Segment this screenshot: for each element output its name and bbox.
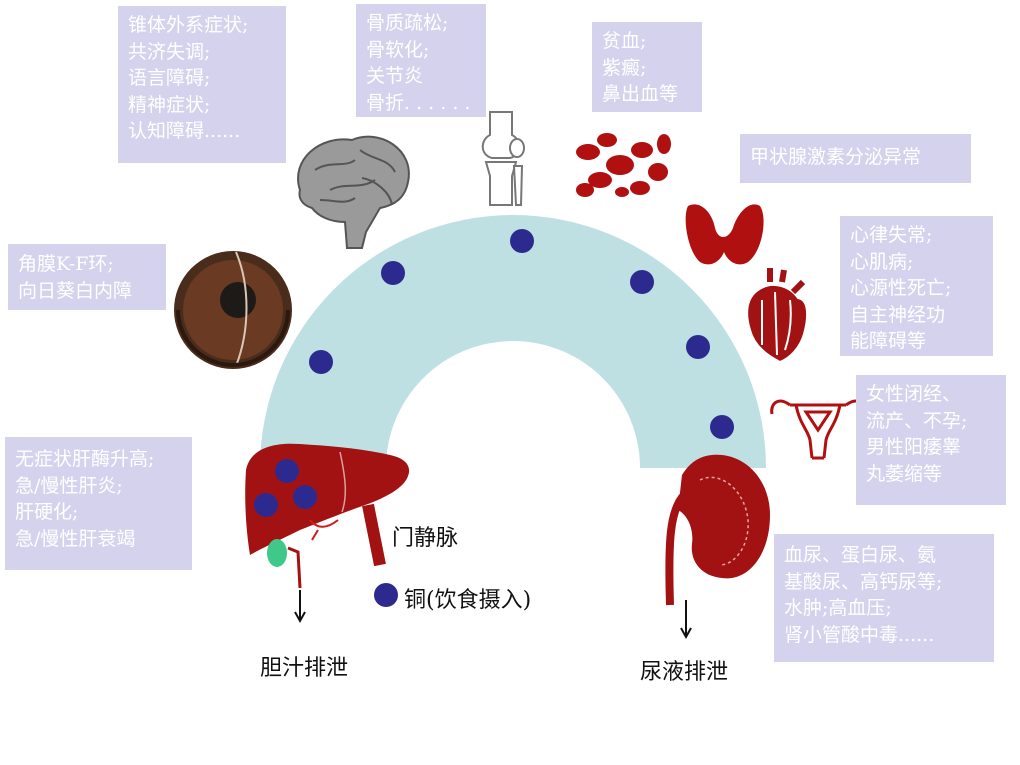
eye-line: 向日葵白内障 [18,279,133,302]
blood-line: 贫血; [602,30,647,52]
urine-arrow [680,600,692,640]
thyroid-symptoms-box: 甲状腺激素分泌异常 [740,134,971,183]
kidney-line: 肾小管酸中毒...... [784,623,935,646]
copper-dot [710,415,734,439]
bone-line: 骨软化; [366,38,430,61]
neuro-line: 锥体外系症状; [128,14,249,36]
bile-excretion-label: 胆汁排泄 [260,656,349,681]
red-blood-cells-icon [576,133,671,197]
heart-line: 自主神经功 [850,303,946,326]
copper-dots [309,229,734,439]
liver-line: 无症状肝酶升高; [15,448,155,470]
kidney-symptoms-box: 血尿、蛋白尿、氨 基酸尿、高钙尿等; 水肿;高血压; 肾小管酸中毒...... [774,534,994,662]
copper-dot [630,270,654,294]
kidney-icon [665,454,770,606]
knee-joint-icon [481,111,525,206]
reproductive-line: 丸萎缩等 [866,462,943,485]
blood-symptoms-box: 贫血; 紫癜; 鼻出血等 [592,22,702,112]
kidney-line: 基酸尿、高钙尿等; [784,570,943,593]
liver-line: 急/慢性肝衰竭 [15,527,136,550]
kidney-line: 血尿、蛋白尿、氨 [784,544,937,566]
heart-symptoms-box: 心律失常; 心肌病; 心源性死亡; 自主神经功 能障碍等 [840,216,993,356]
brain-icon [297,135,410,249]
copper-legend-label: 铜(饮食摄入) [404,588,532,613]
bone-line: 骨折. . . . . . [366,91,471,114]
heart-line: 心律失常; [850,224,933,246]
copper-dot [254,493,278,517]
kidney-line: 水肿;高血压; [784,597,892,619]
reproductive-symptoms-box: 女性闭经、 流产、不孕; 男性阳痿睾 丸萎缩等 [856,375,1006,505]
liver-icon [245,443,410,589]
copper-dot [381,261,405,285]
bone-line: 关节炎 [366,65,424,87]
eye-symptoms-box: 角膜K-F环; 向日葵白内障 [8,244,166,310]
copper-dot [686,335,710,359]
liver-symptoms-box: 无症状肝酶升高; 急/慢性肝炎; 肝硬化; 急/慢性肝衰竭 [5,437,192,570]
copper-dot [309,350,333,374]
heart-line: 能障碍等 [850,330,927,352]
copper-dot [275,459,299,483]
heart-line: 心源性死亡; [850,277,952,299]
heart-icon [746,268,809,364]
neuro-line: 语言障碍; [128,67,211,89]
blood-line: 鼻出血等 [602,83,679,105]
copper-legend-dot [374,583,398,607]
neuro-symptoms-box: 锥体外系症状; 共济失调; 语言障碍; 精神症状; 认知障碍...... [118,6,286,163]
uterus-icon [770,399,866,460]
eye-icon [174,251,292,369]
bile-arrow [294,590,306,624]
neuro-line: 共济失调; [128,40,211,63]
neuro-line: 精神症状; [128,93,211,116]
neuro-line: 认知障碍...... [128,120,241,142]
thyroid-icon [685,204,764,265]
copper-dot [510,229,534,253]
urine-excretion-label: 尿液排泄 [640,660,729,685]
bone-symptoms-box: 骨质疏松; 骨软化; 关节炎 骨折. . . . . . [356,4,486,117]
liver-line: 肝硬化; [15,501,79,523]
copper-dot [293,485,317,509]
liver-line: 急/慢性肝炎; [15,474,123,497]
blood-line: 紫癜; [602,56,647,79]
reproductive-line: 女性闭经、 [866,383,962,405]
reproductive-line: 男性阳痿睾 [866,436,962,458]
reproductive-line: 流产、不孕; [866,409,968,432]
bone-line: 骨质疏松; [366,12,449,34]
eye-line: 角膜K-F环; [18,253,114,275]
heart-line: 心肌病; [850,250,914,273]
thyroid-line: 甲状腺激素分泌异常 [750,146,922,168]
portal-vein-label: 门静脉 [392,526,459,551]
